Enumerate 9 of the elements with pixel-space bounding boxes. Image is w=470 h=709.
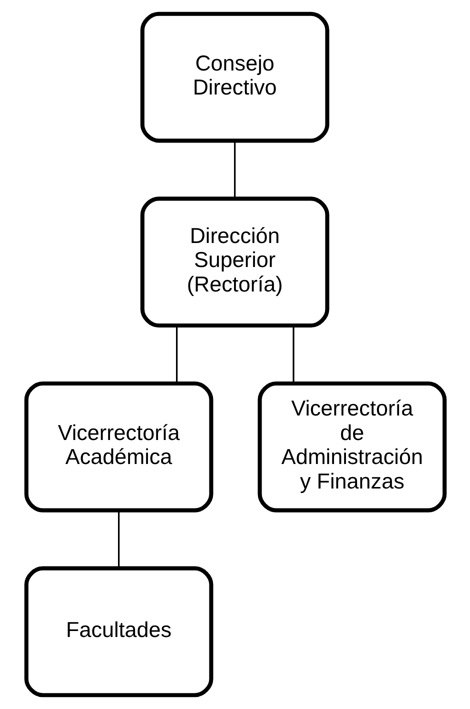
node-box: Consejo Directivo [140,12,329,143]
node-box: Vicerrectoría Académica [24,381,213,512]
node-box: Facultades [24,566,213,698]
connector [234,140,236,198]
connector [176,326,178,384]
node-box: Dirección Superior (Rectoría) [140,196,329,328]
node-box: Vicerrectoría de Administración y Finanzas [257,381,446,512]
connector [118,510,120,568]
connector [292,326,294,384]
